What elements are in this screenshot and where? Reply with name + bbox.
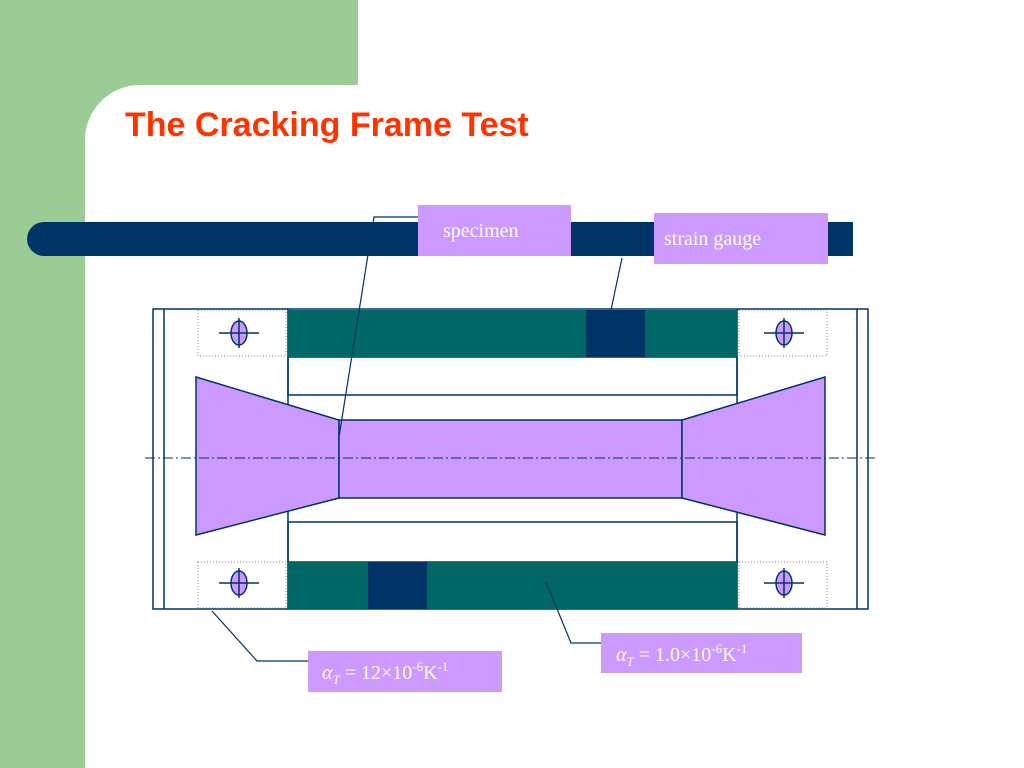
- specimen-label: specimen: [418, 205, 571, 256]
- strain-gauge-bottom: [368, 562, 427, 609]
- alpha-outer-label: αT = 12×10-6K-1: [308, 651, 502, 692]
- svg-text:strain gauge: strain gauge: [664, 228, 761, 250]
- corner-box-bottom-left: [197, 561, 287, 609]
- specimen-left-grip: [195, 375, 340, 536]
- corner-boxes: [197, 309, 828, 609]
- sidebar-background: [0, 0, 358, 768]
- pin-top-left: [219, 318, 259, 348]
- svg-text:αT = 1.0×10-6K-1: αT = 1.0×10-6K-1: [616, 641, 747, 669]
- strain-gauge-leader-line: [610, 257, 623, 311]
- bottom-gap-rect: [287, 521, 738, 563]
- specimen: [195, 375, 826, 536]
- alpha-outer-leader-line: [211, 610, 308, 662]
- pin-bottom-right: [764, 568, 804, 598]
- alpha-inner-label: αT = 1.0×10-6K-1: [601, 633, 802, 673]
- strain-gauge-top: [586, 310, 645, 357]
- alpha-inner-leader-line: [545, 581, 601, 644]
- pins: [219, 318, 804, 598]
- top-gap-rect: [287, 356, 738, 396]
- corner-box-bottom-right: [738, 561, 828, 609]
- corner-box-top-left: [197, 309, 287, 357]
- svg-text:specimen: specimen: [443, 220, 519, 242]
- top-frame-bar: [288, 310, 737, 357]
- page-title: The Cracking Frame Test: [125, 106, 529, 144]
- strain-gauge-label: strain gauge: [654, 213, 828, 264]
- svg-text:αT = 12×10-6K-1: αT = 12×10-6K-1: [322, 659, 448, 687]
- leader-lines: [211, 216, 623, 662]
- specimen-gauge-section: [338, 419, 683, 499]
- pin-bottom-left: [219, 568, 259, 598]
- specimen-right-grip: [681, 375, 826, 536]
- corner-box-top-right: [738, 309, 828, 357]
- pin-top-right: [764, 318, 804, 348]
- specimen-leader-line: [338, 216, 418, 438]
- bottom-frame-bar: [288, 562, 737, 609]
